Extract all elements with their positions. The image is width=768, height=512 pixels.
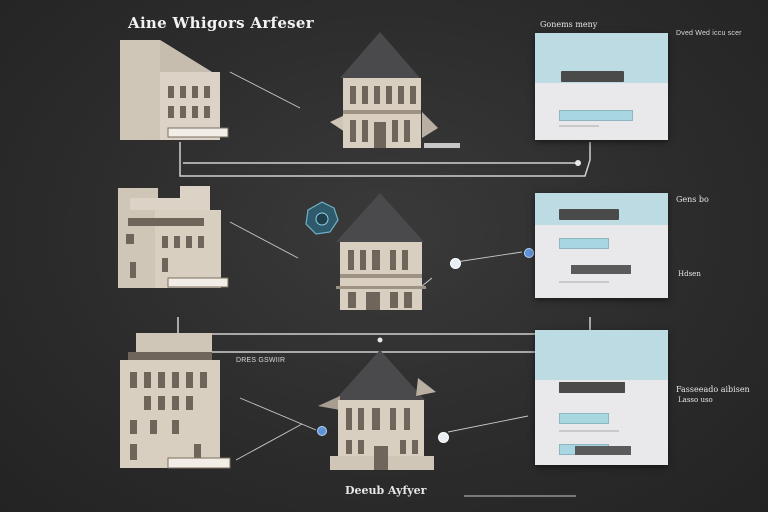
connector-dot-icon[interactable] [450,258,461,269]
right-note-2: Hdsen [678,270,701,278]
panel-2-progress [571,265,631,274]
panel-3-field-a[interactable] [559,413,609,424]
right-heading-1: Gonems meny [540,20,598,29]
connector-dot-icon[interactable] [524,248,534,258]
connector-dot-icon[interactable] [438,432,449,443]
panel-2-field[interactable] [559,238,609,249]
connector-dot-icon[interactable] [317,426,327,436]
panel-1-title-bar [561,71,624,82]
panel-2-line [559,281,609,283]
mid-label-row3: DRES GSWIIR [236,357,286,364]
panel-1[interactable] [535,33,668,140]
right-note-3: Lasso uso [678,396,713,404]
right-heading-3: Fasseeado aibisen [676,385,750,394]
panel-2-title-bar [559,209,619,220]
panel-1-header [535,33,668,83]
panel-3-title [559,382,625,393]
panel-3-line [559,430,619,432]
panel-2[interactable] [535,193,668,298]
panel-3[interactable] [535,330,668,465]
footer-title: Deeub Ayfyer [345,484,427,497]
panel-3-header [535,330,668,393]
right-note-1: Dved Wed iccu scer [676,30,742,37]
page-title: Aine Whigors Arfeser [128,14,314,32]
panel-3-progress [575,446,631,455]
panel-1-line [559,125,599,127]
right-heading-2: Gens bo [676,195,709,204]
panel-2-header [535,193,668,225]
panel-1-field[interactable] [559,110,633,121]
